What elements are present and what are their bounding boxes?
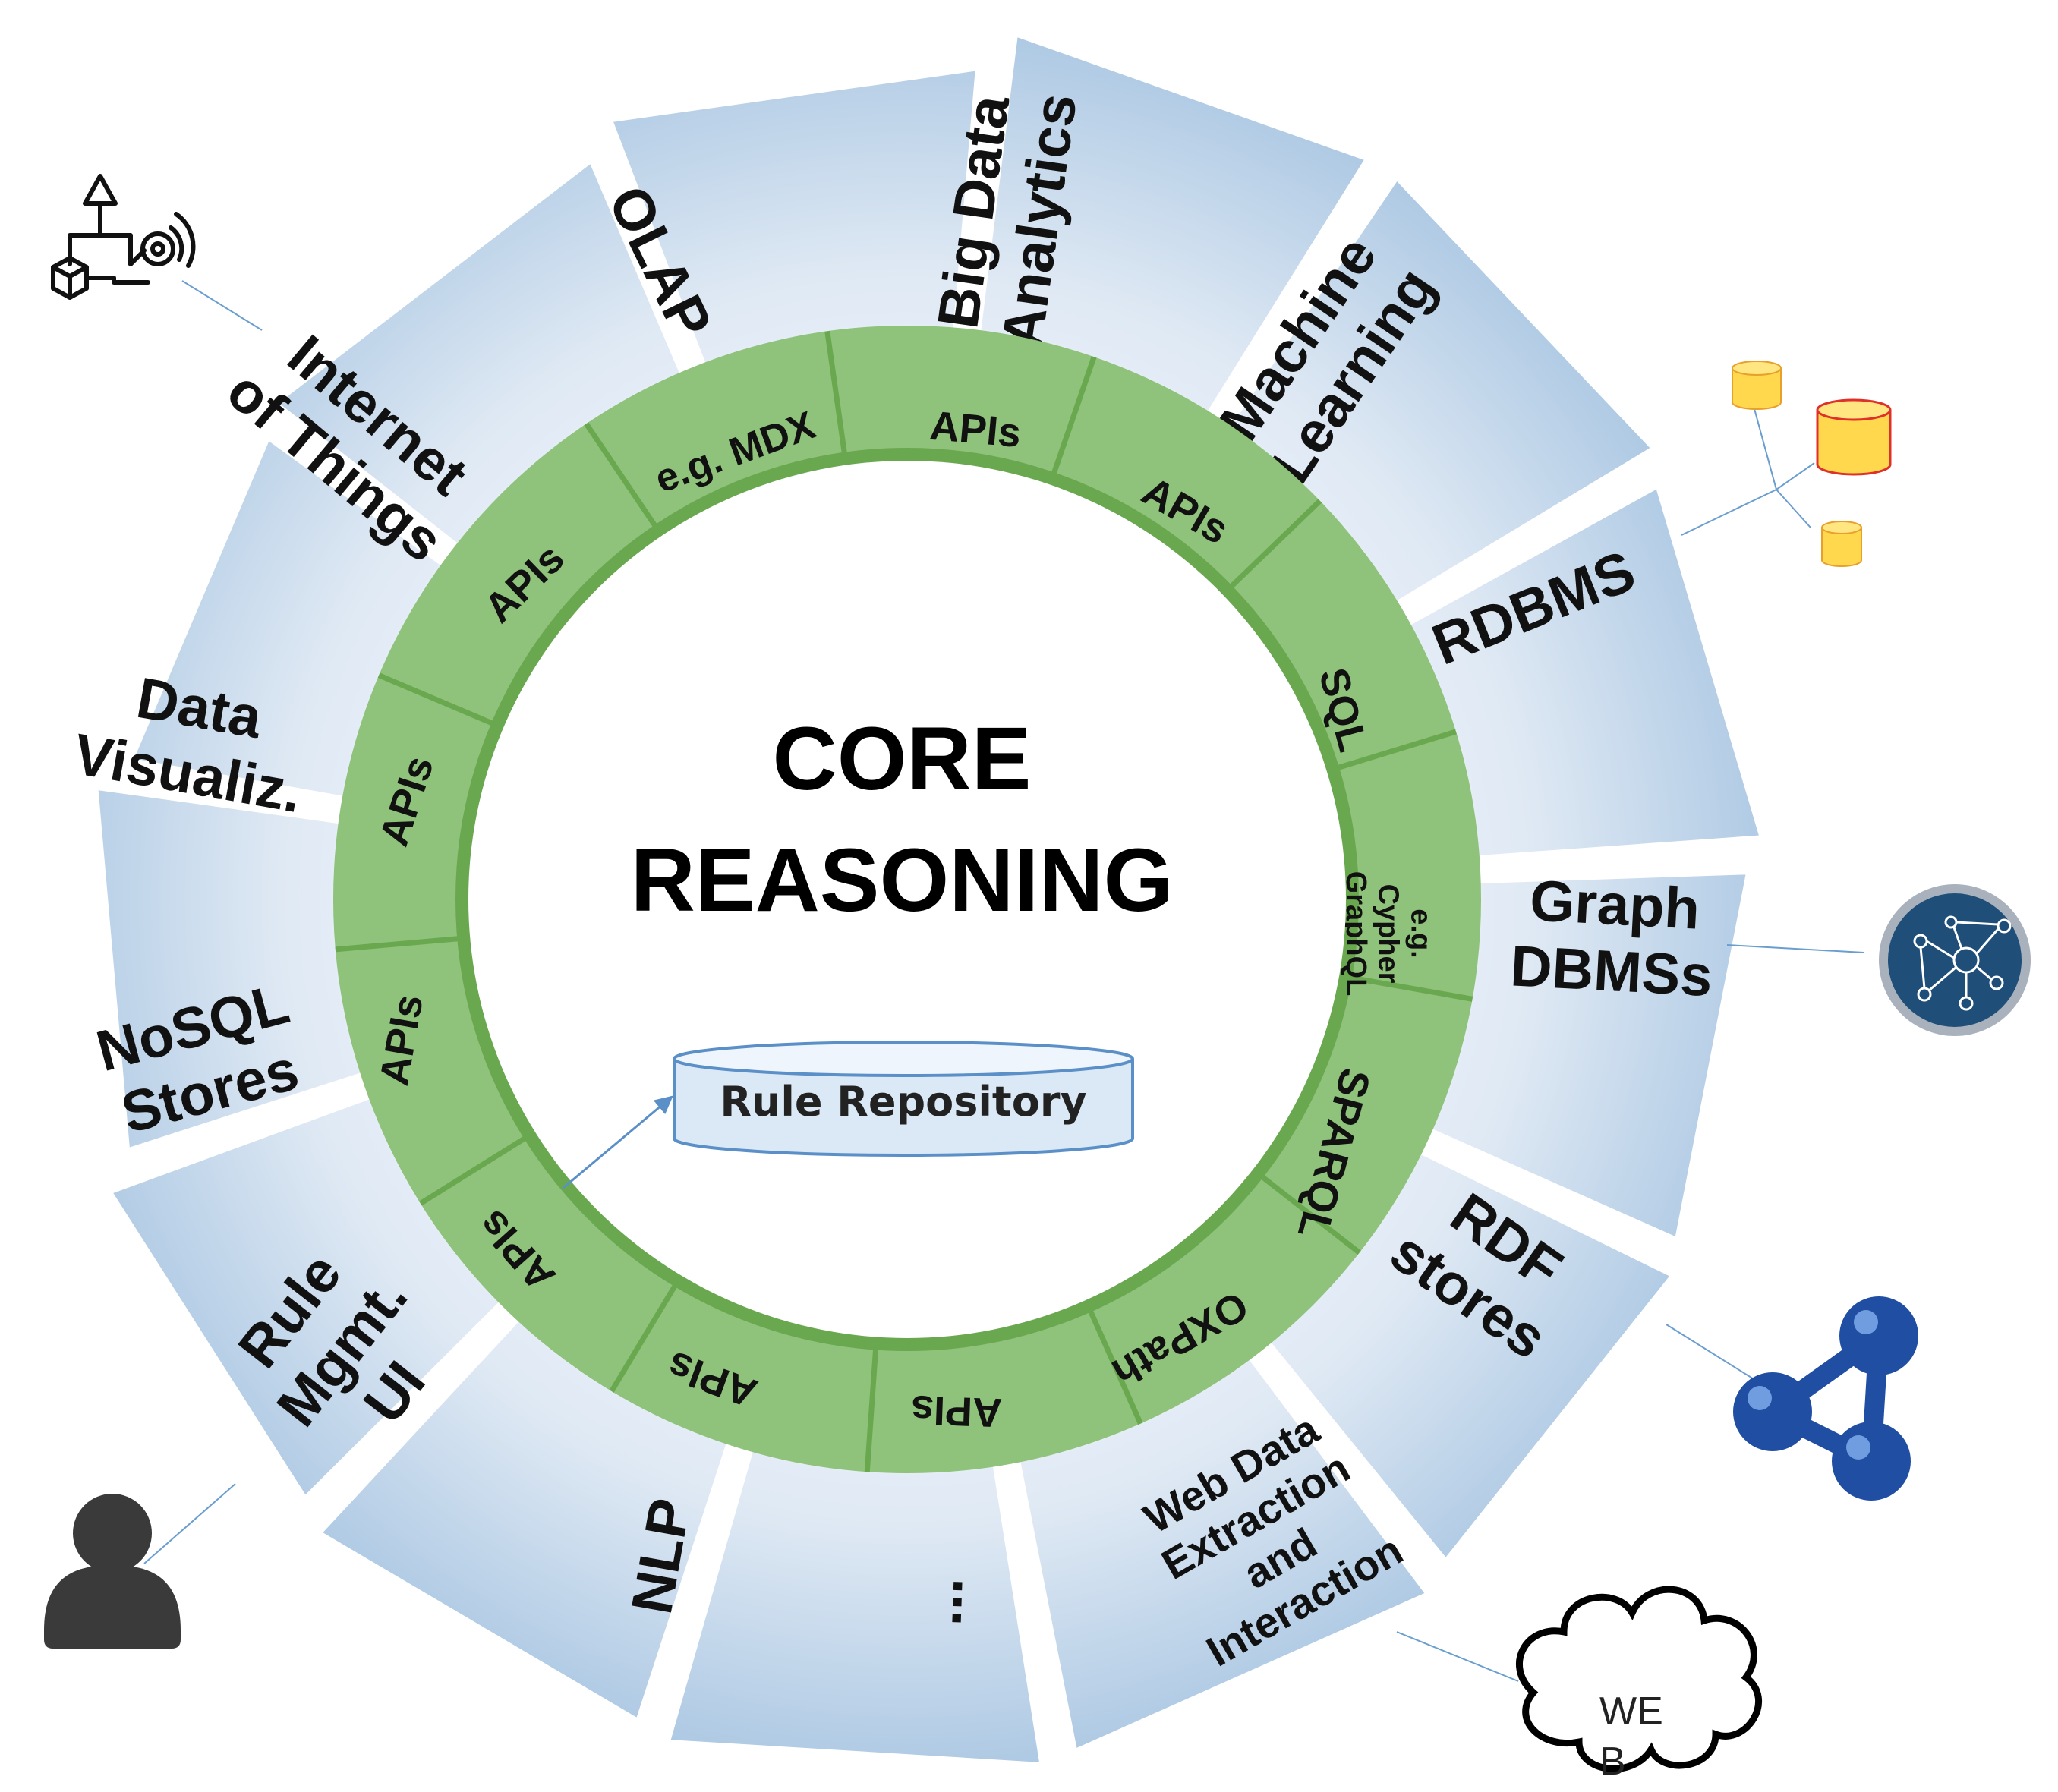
web-cloud-label: WE bbox=[1599, 1690, 1663, 1734]
repository-arrow bbox=[563, 1095, 673, 1189]
api-label-more: APIs bbox=[910, 1387, 1003, 1435]
api-ring-inner-edge bbox=[455, 448, 1359, 1351]
icon-connectors bbox=[143, 280, 1864, 1682]
api-ring-divider bbox=[1338, 972, 1473, 1002]
rdf-molecule-icon bbox=[1733, 1296, 1918, 1501]
rule-repository: Rule Repository bbox=[673, 1041, 1134, 1157]
api-ring-divider bbox=[584, 422, 664, 537]
api-ring-band bbox=[333, 326, 1481, 1473]
database-cluster-icon bbox=[1732, 361, 1892, 567]
user-icon bbox=[44, 1494, 181, 1649]
segment-label-more: ... bbox=[909, 1576, 975, 1627]
segment-label-graph: GraphDBMSs bbox=[1509, 868, 1718, 1009]
api-ring-divider bbox=[419, 1129, 537, 1206]
api-ring-divider bbox=[335, 934, 471, 953]
api-ring-divider bbox=[864, 1337, 880, 1472]
api-label-bigdata: APIs bbox=[928, 403, 1023, 456]
api-label-graph: e.g.CypherGraphQL bbox=[1340, 871, 1436, 997]
graph-network-icon bbox=[1879, 884, 2031, 1036]
api-ring-divider bbox=[1325, 729, 1457, 774]
api-ring-divider bbox=[824, 330, 849, 466]
api-ring-divider bbox=[1047, 356, 1097, 486]
web-cloud-icon: WE B bbox=[1516, 1586, 1763, 1784]
api-ring-divider bbox=[1221, 499, 1322, 597]
web-cloud-label-wrap: B bbox=[1599, 1740, 1626, 1784]
rule-repository-label: Rule Repository bbox=[720, 1078, 1086, 1126]
core-title-line2: REASONING bbox=[631, 830, 1174, 931]
core-title-line1: CORE bbox=[773, 709, 1032, 809]
api-ring-divider bbox=[609, 1274, 684, 1393]
api-ring-divider bbox=[377, 672, 505, 731]
iot-icon bbox=[51, 174, 196, 300]
api-ring-divider bbox=[1251, 1167, 1361, 1255]
api-ring-divider bbox=[1083, 1299, 1143, 1425]
